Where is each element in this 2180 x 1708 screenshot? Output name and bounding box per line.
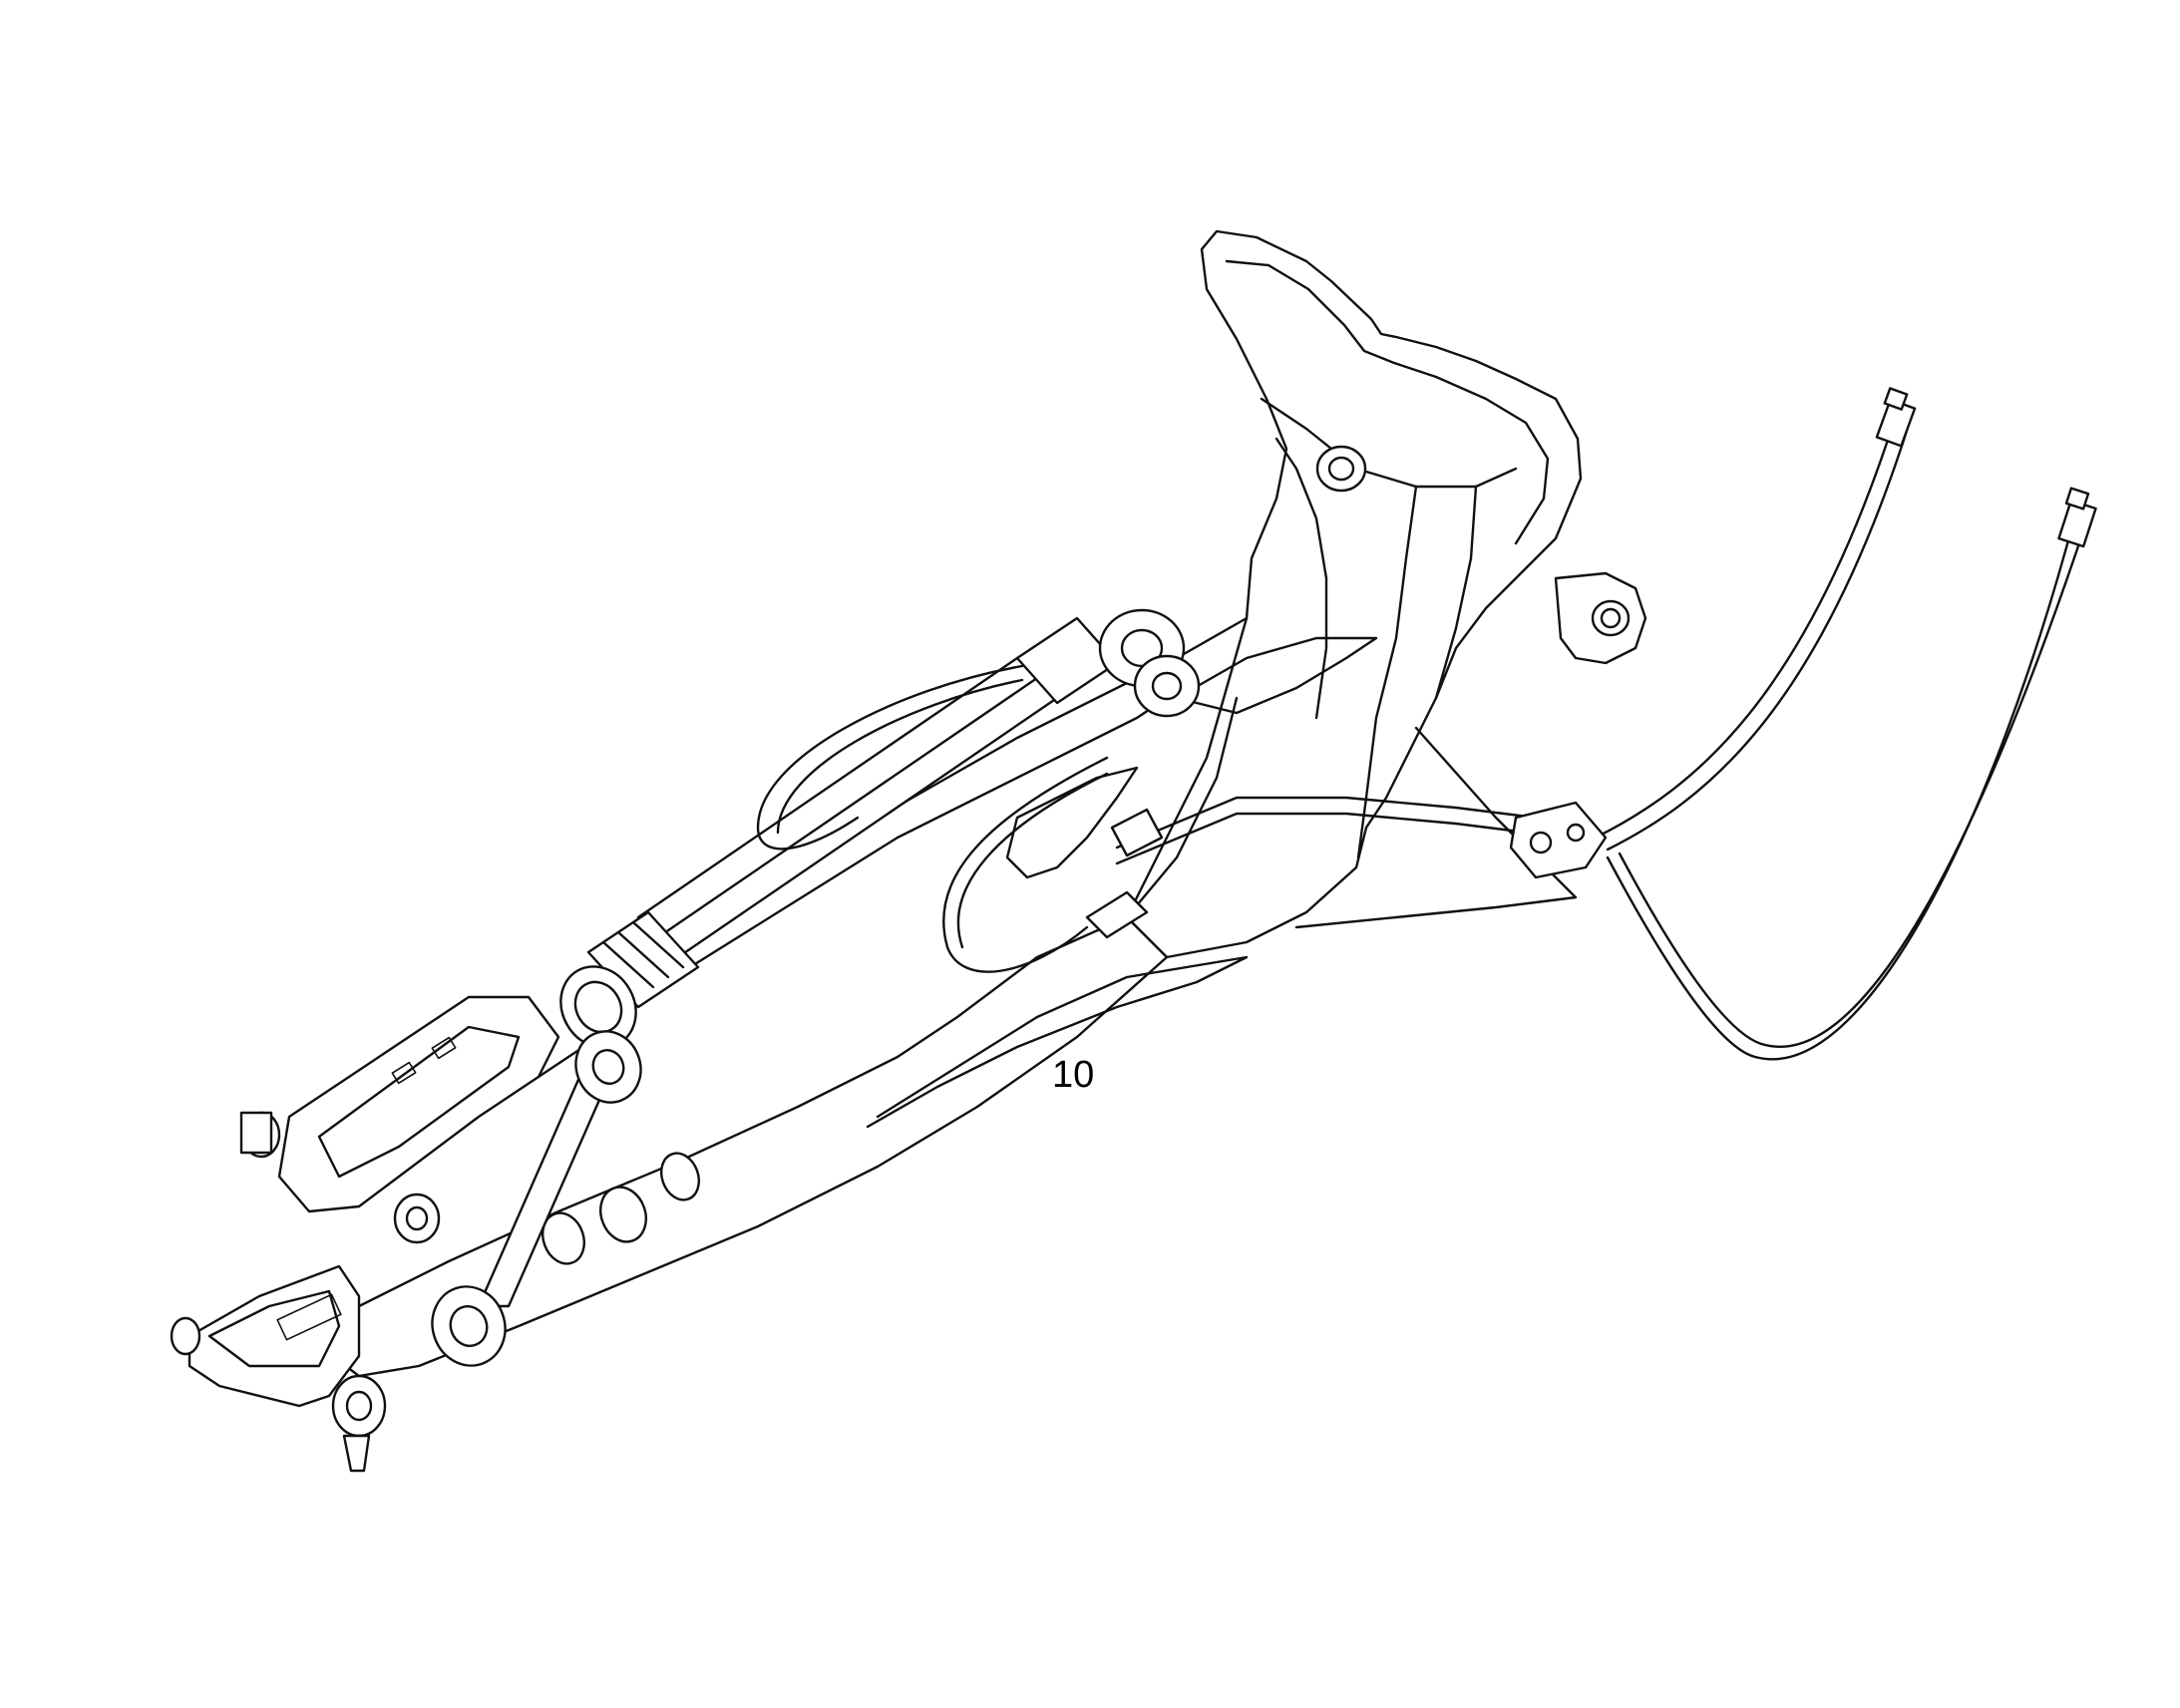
hydraulic-hoses <box>756 387 2097 1061</box>
hydraulic-cylinder <box>559 608 1201 1049</box>
linkage-assembly <box>170 995 642 1473</box>
boom-foot-bracket <box>1125 229 1647 959</box>
callout-label-10: 10 <box>1052 1054 1094 1096</box>
